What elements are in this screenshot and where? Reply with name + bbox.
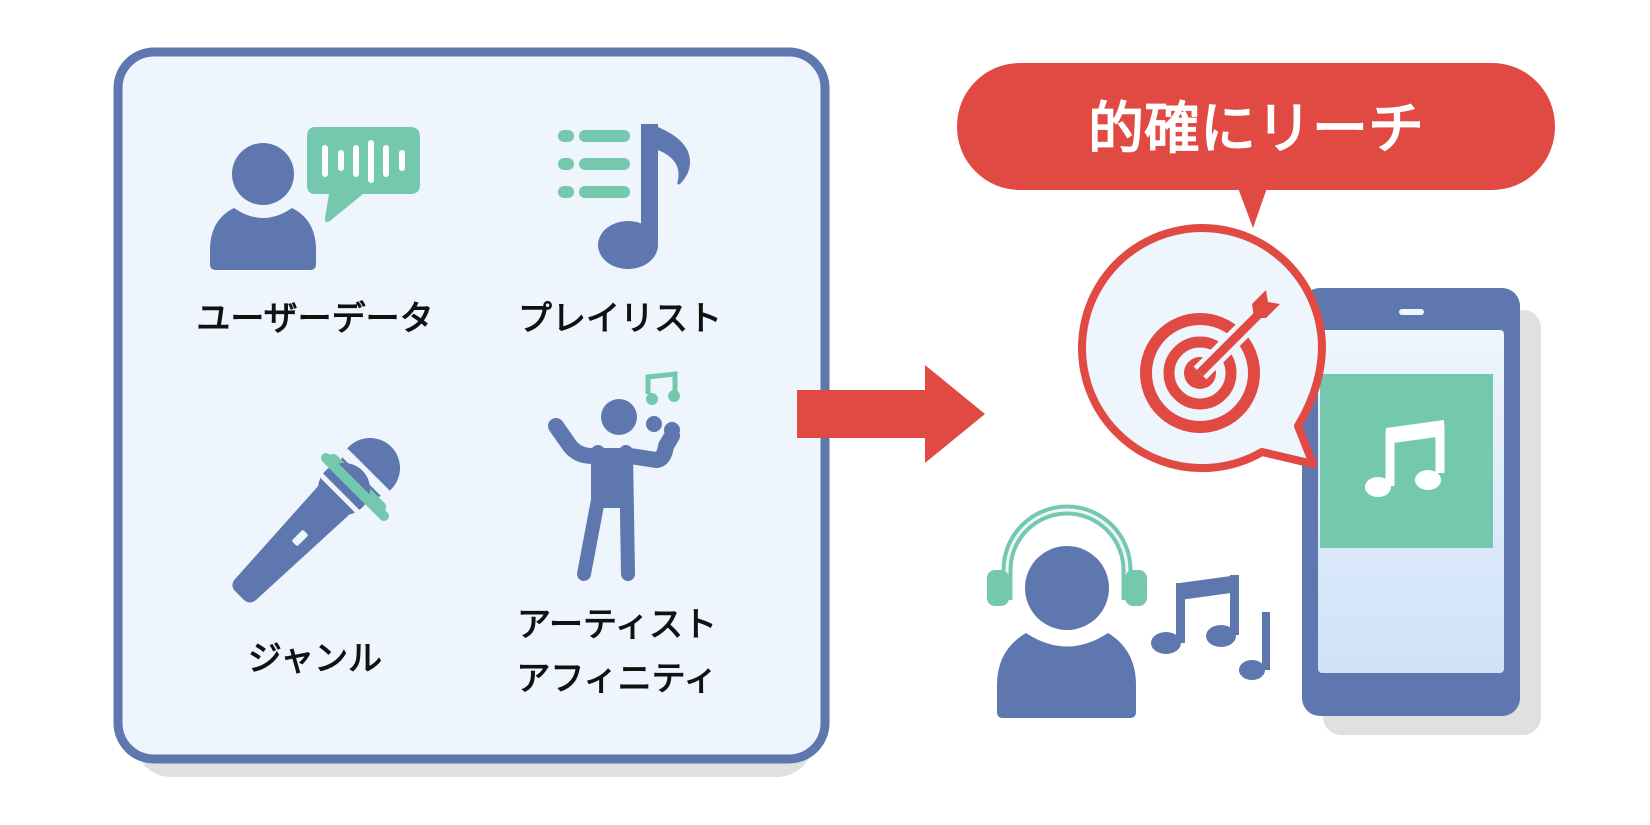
label-playlist: プレイリスト (518, 299, 722, 339)
listener-headphones-icon (987, 504, 1147, 718)
data-sources-panel (113, 47, 830, 777)
callout-bubble (957, 63, 1555, 228)
target-icon (1140, 313, 1260, 433)
smartphone-icon (1302, 288, 1541, 735)
music-note-icon (1365, 420, 1445, 497)
singer-icon (548, 371, 680, 581)
target-bubble (1078, 224, 1326, 473)
right-arrow-icon (797, 365, 985, 463)
callout-text: 的確にリーチ (1088, 97, 1424, 162)
label-artist-affinity-line2: アフィニティ (516, 659, 717, 699)
playlist-icon (558, 124, 690, 269)
microphone-icon (232, 438, 400, 603)
music-notes-icon (1151, 575, 1270, 680)
user-voice-icon (210, 127, 420, 270)
label-artist-affinity-line1: アーティスト (517, 605, 717, 645)
label-genre: ジャンル (248, 639, 382, 679)
label-user-data: ユーザーデータ (196, 299, 433, 339)
